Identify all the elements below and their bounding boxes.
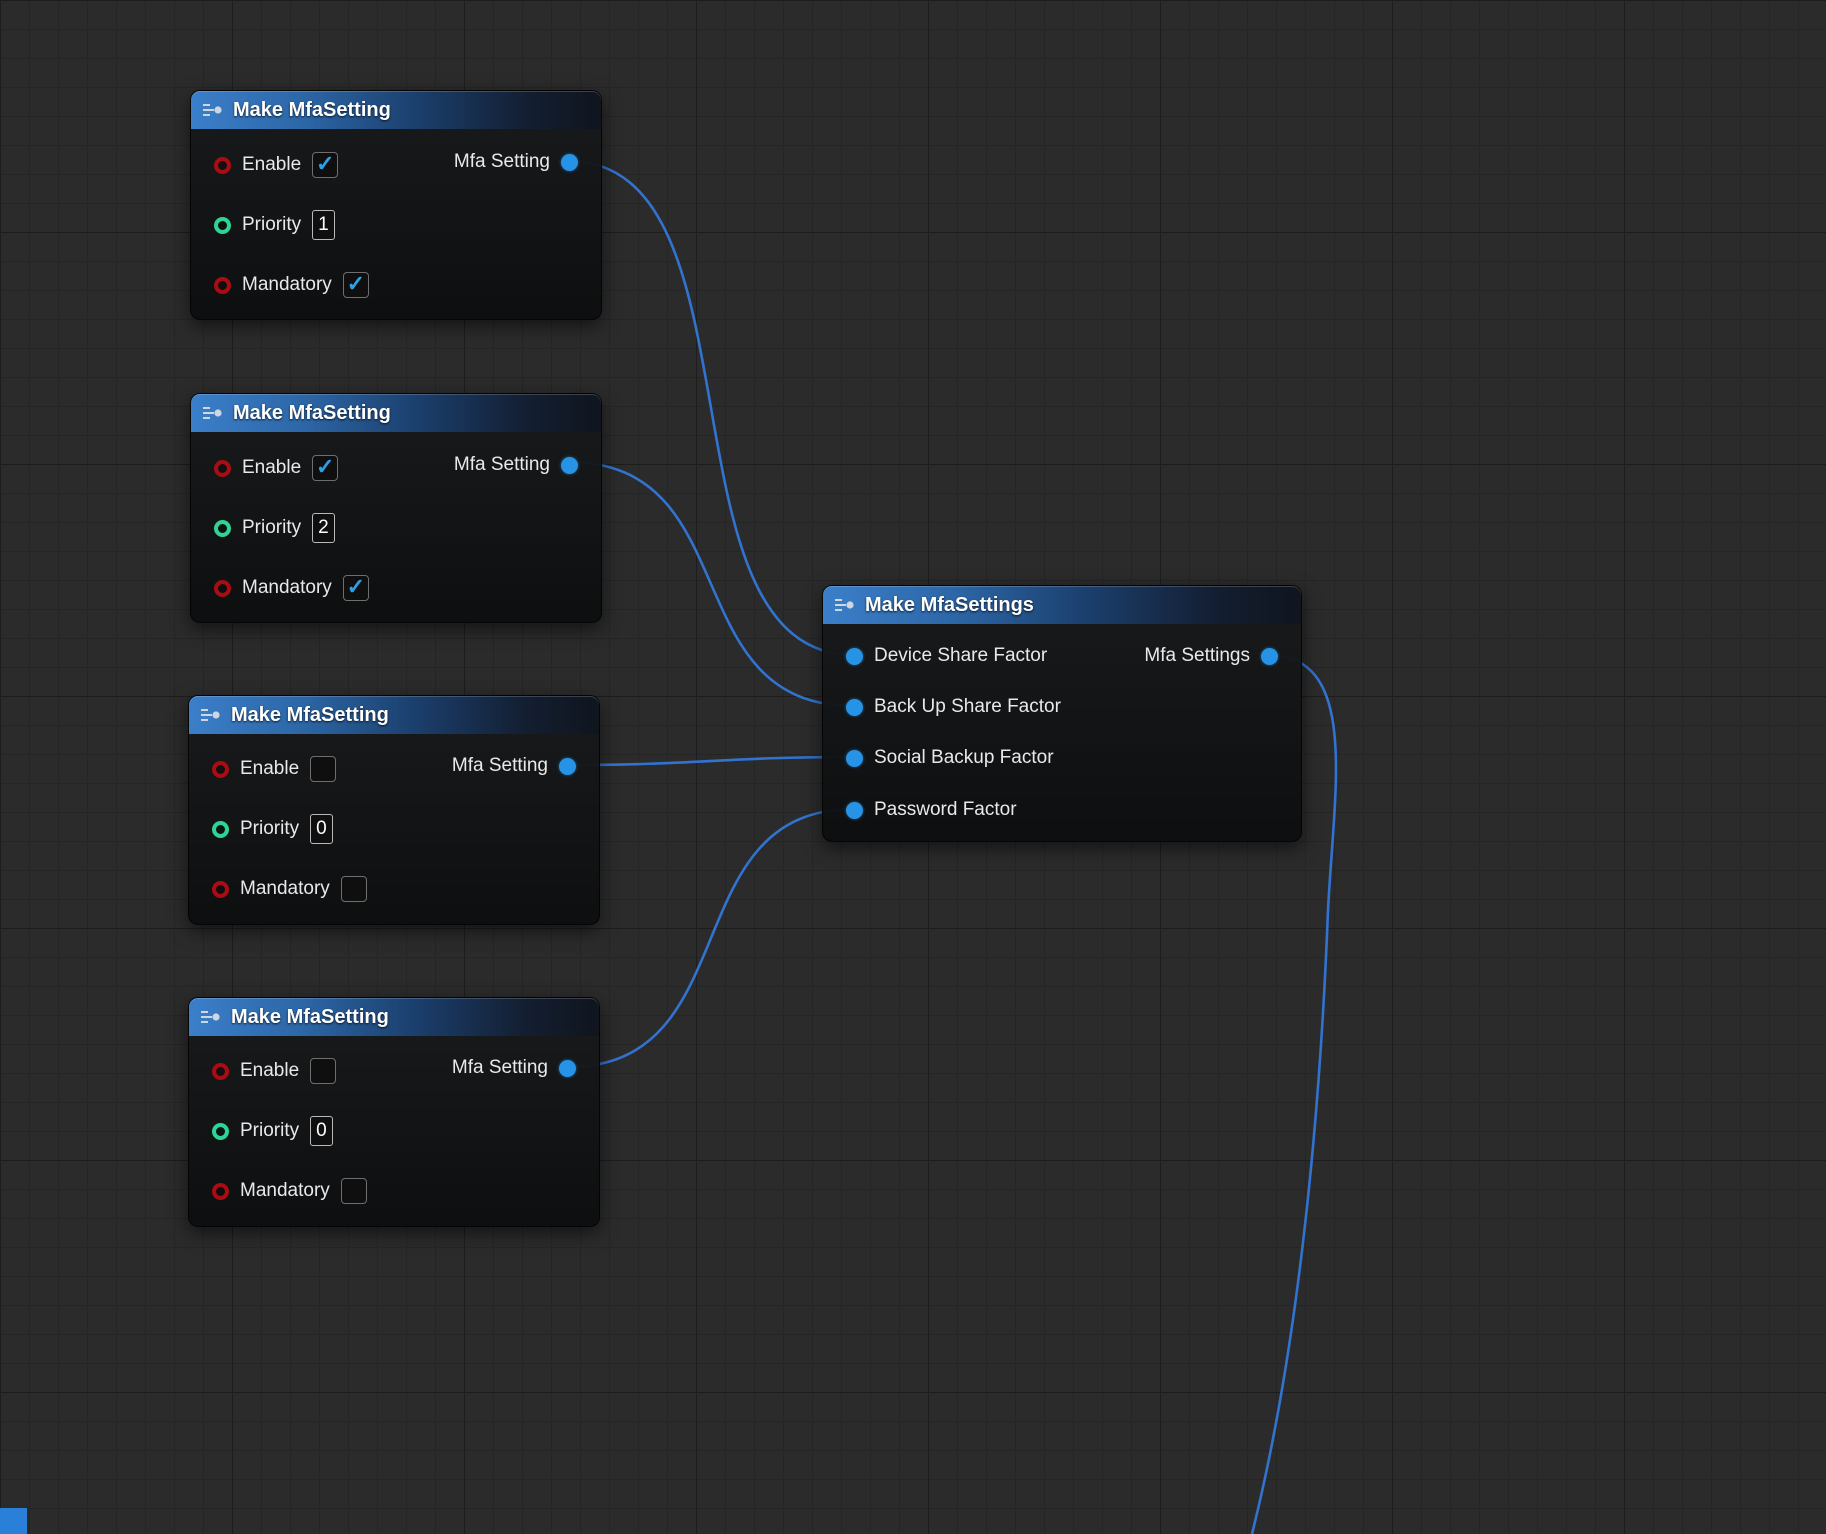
pin-mandatory[interactable]: [214, 276, 231, 294]
pin-label-mandatory: Mandatory: [242, 577, 332, 598]
wire-node2-to-backup-share-factor[interactable]: [567, 460, 855, 708]
check-glyph: ✓: [315, 151, 335, 176]
pin-label-enable: Enable: [242, 154, 302, 175]
wire-node4-to-password-factor[interactable]: [567, 807, 855, 1069]
node-make-mfasetting-2[interactable]: Make MfaSetting Enable ✓ Priority 2 Mand…: [190, 393, 602, 623]
priority-input[interactable]: 0: [310, 1116, 333, 1146]
pin-social-backup-factor[interactable]: [846, 749, 863, 767]
pin-mfa-setting-output[interactable]: [559, 1059, 576, 1077]
mandatory-checkbox[interactable]: ✓: [342, 271, 369, 298]
pin-mandatory[interactable]: [212, 880, 229, 898]
pin-label-mfa-setting: Mfa Setting: [453, 454, 550, 475]
enable-checkbox[interactable]: ✓: [312, 454, 339, 481]
make-struct-icon: [202, 102, 224, 118]
pin-label-password-factor: Password Factor: [874, 799, 1017, 820]
priority-input[interactable]: 1: [312, 210, 335, 240]
pin-mfa-setting-output[interactable]: [559, 757, 576, 775]
corner-indicator: [0, 1508, 27, 1534]
pin-label-mfa-setting: Mfa Setting: [451, 755, 548, 776]
pin-label-priority: Priority: [240, 1120, 300, 1141]
make-struct-icon: [834, 597, 856, 613]
mandatory-checkbox[interactable]: [340, 876, 367, 902]
pin-label-backup-share-factor: Back Up Share Factor: [874, 696, 1061, 717]
pin-label-enable: Enable: [240, 1060, 300, 1081]
node-make-mfasetting-4[interactable]: Make MfaSetting Enable Priority 0 Mandat…: [188, 997, 600, 1227]
node-title: Make MfaSetting: [231, 1005, 389, 1028]
pin-label-social-backup-factor: Social Backup Factor: [874, 747, 1054, 768]
pin-label-enable: Enable: [242, 457, 302, 478]
node-header[interactable]: Make MfaSetting: [189, 998, 599, 1036]
pin-label-device-share-factor: Device Share Factor: [874, 645, 1048, 666]
pin-label-mandatory: Mandatory: [240, 1180, 330, 1201]
node-title: Make MfaSetting: [233, 401, 391, 424]
make-struct-icon: [202, 405, 224, 421]
node-make-mfasetting-3[interactable]: Make MfaSetting Enable Priority 0 Mandat…: [188, 695, 600, 925]
check-glyph: ✓: [315, 454, 335, 479]
pin-mfa-settings-output[interactable]: [1261, 647, 1278, 665]
pin-label-priority: Priority: [242, 214, 302, 235]
pin-label-mfa-settings: Mfa Settings: [1144, 645, 1250, 666]
enable-checkbox[interactable]: ✓: [312, 151, 339, 178]
pin-mandatory[interactable]: [212, 1182, 229, 1200]
pin-label-mandatory: Mandatory: [242, 274, 332, 295]
mandatory-checkbox[interactable]: ✓: [342, 574, 369, 601]
check-glyph: ✓: [346, 574, 365, 599]
make-struct-icon: [200, 707, 222, 723]
pin-priority[interactable]: [212, 820, 229, 838]
node-header[interactable]: Make MfaSettings: [823, 586, 1301, 624]
pin-enable[interactable]: [212, 1062, 229, 1080]
pin-backup-share-factor[interactable]: [846, 698, 863, 716]
node-title: Make MfaSetting: [231, 703, 389, 726]
pin-label-mfa-setting: Mfa Setting: [453, 151, 550, 172]
wire-node3-to-social-backup-factor[interactable]: [567, 755, 855, 767]
node-title: Make MfaSettings: [865, 593, 1034, 616]
node-header[interactable]: Make MfaSetting: [191, 394, 601, 432]
enable-checkbox[interactable]: [310, 1058, 337, 1084]
pin-enable[interactable]: [214, 156, 231, 174]
pin-label-enable: Enable: [240, 758, 300, 779]
pin-mfa-setting-output[interactable]: [561, 456, 578, 474]
pin-label-mfa-setting: Mfa Setting: [451, 1057, 548, 1078]
node-title: Make MfaSetting: [233, 98, 391, 121]
pin-label-priority: Priority: [240, 818, 300, 839]
priority-input[interactable]: 2: [312, 513, 335, 543]
pin-device-share-factor[interactable]: [846, 647, 863, 665]
pin-priority[interactable]: [214, 519, 231, 537]
pin-priority[interactable]: [214, 216, 231, 234]
make-struct-icon: [200, 1009, 222, 1025]
pin-enable[interactable]: [214, 459, 231, 477]
pin-mfa-setting-output[interactable]: [561, 153, 578, 171]
pin-password-factor[interactable]: [846, 801, 863, 819]
priority-input[interactable]: 0: [310, 814, 333, 844]
node-header[interactable]: Make MfaSetting: [191, 91, 601, 129]
wire-mfasettings-output[interactable]: [1250, 653, 1338, 1534]
pin-label-priority: Priority: [242, 517, 302, 538]
wire-node1-to-device-share-factor[interactable]: [567, 159, 855, 657]
pin-mandatory[interactable]: [214, 579, 231, 597]
check-glyph: ✓: [346, 271, 365, 296]
pin-label-mandatory: Mandatory: [240, 878, 330, 899]
node-make-mfasetting-1[interactable]: Make MfaSetting Enable ✓ Priority 1 Mand…: [190, 90, 602, 320]
node-make-mfasettings[interactable]: Make MfaSettings Device Share Factor Bac…: [822, 585, 1302, 842]
mandatory-checkbox[interactable]: [340, 1178, 367, 1204]
enable-checkbox[interactable]: [310, 756, 337, 782]
pin-priority[interactable]: [212, 1122, 229, 1140]
node-header[interactable]: Make MfaSetting: [189, 696, 599, 734]
pin-enable[interactable]: [212, 760, 229, 778]
